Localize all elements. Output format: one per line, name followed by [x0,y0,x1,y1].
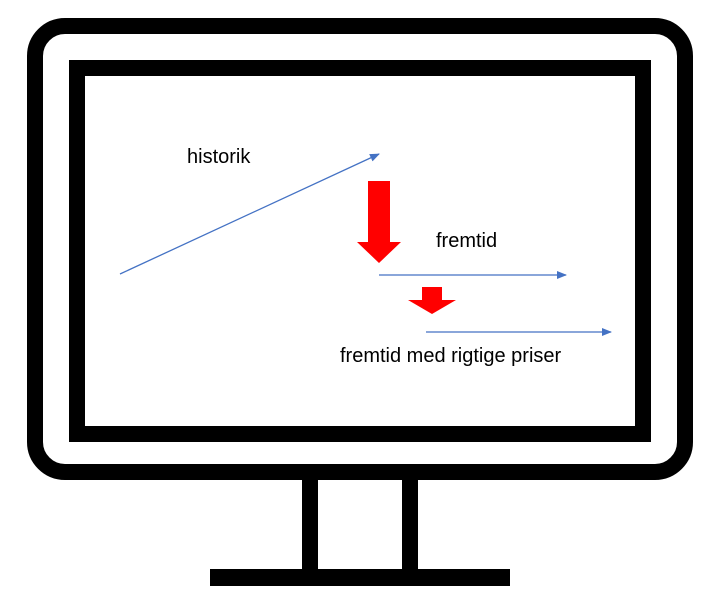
monitor-neck-right [402,478,418,572]
historik-arrow [119,153,380,275]
label-fremtid-rigtige-priser: fremtid med rigtige priser [340,345,562,367]
small-down-arrow-icon [408,287,456,314]
monitor-screen [69,60,651,442]
label-historik: historik [187,146,251,168]
label-fremtid: fremtid [436,230,497,252]
monitor-base [210,569,510,586]
monitor-bezel [27,18,693,480]
monitor-icon [27,18,693,586]
monitor-neck-left [302,478,318,572]
large-down-arrow-icon [357,181,401,263]
